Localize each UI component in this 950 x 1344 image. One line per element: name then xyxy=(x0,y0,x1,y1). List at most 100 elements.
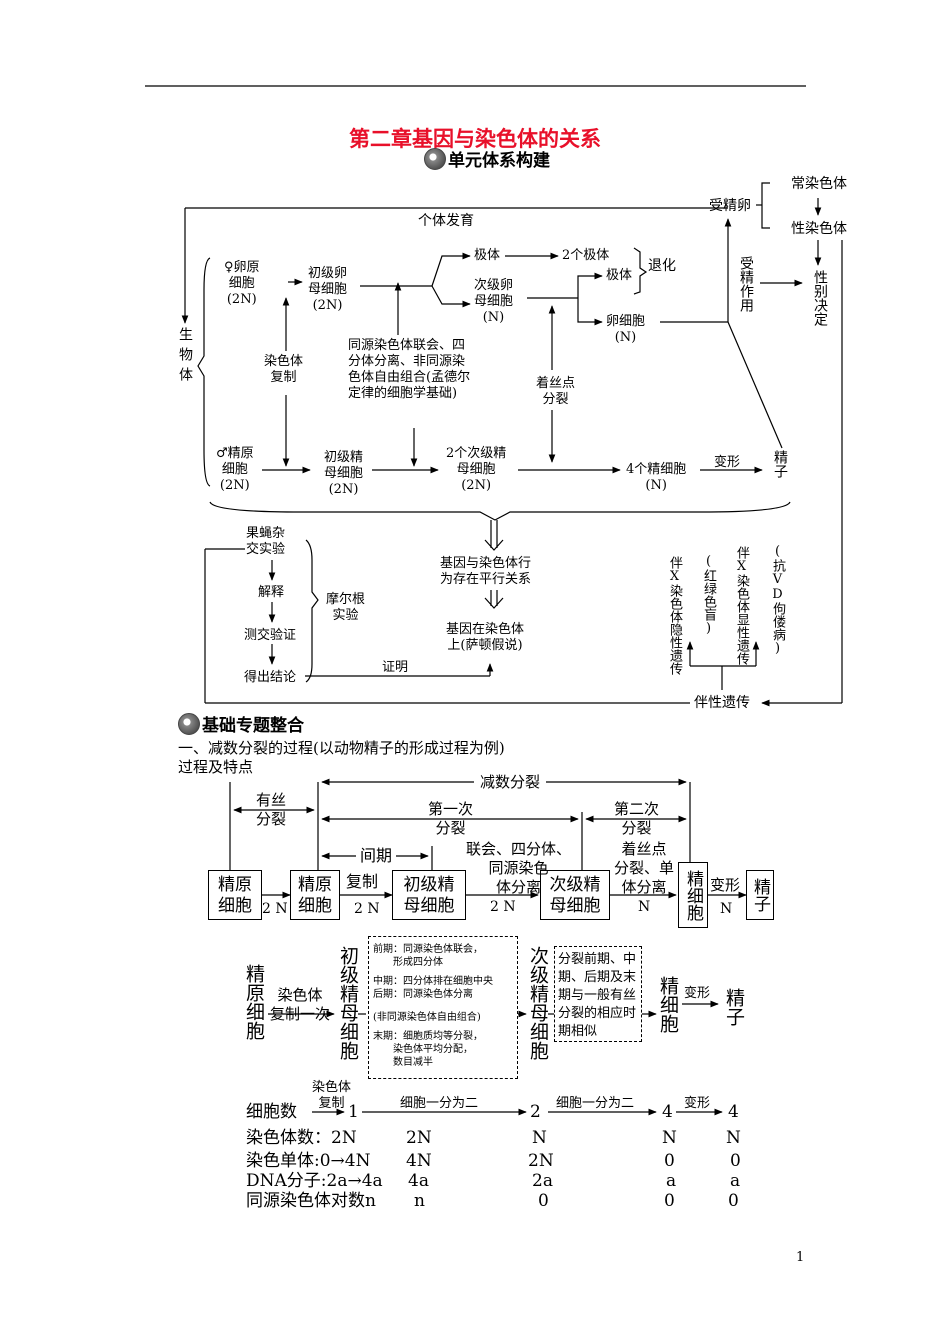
cell-0-3: 4 xyxy=(728,1102,739,1122)
mitosis-label: 有丝分裂 xyxy=(256,791,287,828)
box-spermatogonium-2: 精原细胞 xyxy=(290,870,340,920)
gene-on-chromosome: 基因在染色体上(萨顿假说) xyxy=(446,622,525,653)
conclusion: 得出结论 xyxy=(244,670,297,685)
cell-3-1: 2a xyxy=(532,1171,553,1191)
cell-1-2: N xyxy=(662,1128,677,1148)
cell-4-0: n xyxy=(414,1191,425,1211)
box-secondary-spermatocyte: 次级精母细胞 xyxy=(540,870,610,920)
cell-1-3: N xyxy=(726,1128,741,1148)
development: 个体发育 xyxy=(418,213,474,229)
explanation: 解释 xyxy=(258,585,285,600)
x-dominant-example: (抗VD佝偻病) xyxy=(770,544,785,656)
cell-0-2: 4 xyxy=(662,1102,673,1122)
replication: 复制 xyxy=(346,872,379,891)
four-spermatids: 4个精细胞(N) xyxy=(626,462,687,493)
box-primary-spermatocyte: 初级精母细胞 xyxy=(392,870,466,920)
ploidy-4: N xyxy=(638,899,651,915)
fertilized-egg: 受精卵 xyxy=(709,198,751,214)
cell-3-3: a xyxy=(730,1171,741,1191)
centromere-note: 着丝点分裂、单体分离 xyxy=(614,840,675,896)
testcross: 测交验证 xyxy=(244,628,297,643)
row-label-2: 染色单体:0→4N xyxy=(246,1151,371,1171)
box2-phases: 分裂前期、中期、后期及末期与一般有丝分裂的相应时期相似 xyxy=(554,946,642,1042)
section-heading: 一、减数分裂的过程(以动物精子的形成过程为例) xyxy=(178,739,505,757)
transform-label-table: 变形 xyxy=(684,1096,711,1111)
sperm: 精子 xyxy=(772,450,788,478)
cell-1-0: 2N xyxy=(406,1128,432,1148)
flow2-primary: 初级精母细胞 xyxy=(337,946,359,1060)
row-label-0: 细胞数 xyxy=(246,1102,297,1122)
box-spermatogonium-1: 精原细胞 xyxy=(208,870,262,920)
secondary-oocyte: 次级卵母细胞(N) xyxy=(474,278,514,325)
meiosis-note: 同源染色体联会、四分体分离、非同源染色体自由组合(孟德尔定律的细胞学基础) xyxy=(348,338,471,401)
page-number: 1 xyxy=(796,1250,805,1265)
cell-1-1: N xyxy=(532,1128,547,1148)
x-dominant: 伴X染色体显性遗传 xyxy=(734,546,749,665)
box-sperm: 精子 xyxy=(746,870,774,920)
cell-2-2: 0 xyxy=(664,1151,675,1171)
spermatogonium: ♂精原细胞(2N) xyxy=(216,446,254,493)
chromosome-replication: 染色体复制 xyxy=(264,354,304,385)
egg-cell: 卵细胞(N) xyxy=(606,314,646,345)
ploidy-3: 2 N xyxy=(490,899,516,915)
synapsis-note: 联会、四分体、同源染色体分离 xyxy=(466,840,572,896)
flow2-spermatogonium: 精原细胞 xyxy=(243,964,265,1040)
cell-2-3: 0 xyxy=(730,1151,741,1171)
first-division: 第一次分裂 xyxy=(428,800,474,837)
cell-4-1: 0 xyxy=(538,1191,549,1211)
badge-label: 基础专题整合 xyxy=(202,716,304,736)
box1-phases: 前期：同源染色体联会， 形成四分体 中期：四分体排在细胞中央 后期：同源染色体分… xyxy=(368,936,518,1079)
replicate-once: 染色体复制一次 xyxy=(270,986,331,1023)
badge-icon xyxy=(178,712,200,735)
oogonium: ♀卵原细胞(2N) xyxy=(224,260,260,307)
flow2-secondary: 次级精母细胞 xyxy=(527,946,549,1060)
cell-2-1: 2N xyxy=(528,1151,554,1171)
cell-0-0: 1 xyxy=(348,1102,359,1122)
autosome: 常染色体 xyxy=(791,176,847,192)
x-recessive: 伴X染色体隐性遗传 xyxy=(667,556,682,675)
ploidy-1: 2 N xyxy=(262,901,288,917)
transform-1: 变形 xyxy=(710,876,741,894)
row-label-1: 染色体数：2N xyxy=(246,1128,357,1148)
cell-3-2: a xyxy=(666,1171,677,1191)
two-polar-bodies: 2个极体 xyxy=(562,248,610,263)
badge-label: 单元体系构建 xyxy=(448,151,550,171)
row-label-3: DNA分子:2a→4a xyxy=(246,1171,383,1191)
primary-oocyte: 初级卵母细胞(2N) xyxy=(308,266,348,313)
interphase: 间期 xyxy=(356,846,397,866)
divide-label-2: 细胞一分为二 xyxy=(556,1096,635,1111)
organism: 生物体 xyxy=(177,327,193,387)
morgan-experiment: 摩尔根实验 xyxy=(326,592,366,623)
cell-4-2: 0 xyxy=(664,1191,675,1211)
section-badge-2: 基础专题整合 xyxy=(178,711,304,736)
cell-4-3: 0 xyxy=(728,1191,739,1211)
flow2-spermatid: 精细胞 xyxy=(657,976,679,1033)
fertilization: 受精作用 xyxy=(738,256,754,312)
flow2-sperm: 精子 xyxy=(723,988,745,1026)
flow2-transform: 变形 xyxy=(684,986,711,1001)
chapter-title: 第二章基因与染色体的关系 xyxy=(349,127,601,151)
ploidy-5: N xyxy=(720,901,733,917)
box-spermatid: 精细胞 xyxy=(678,862,708,928)
divide-label-1: 细胞一分为二 xyxy=(400,1096,479,1111)
primary-spermatocyte: 初级精母细胞(2N) xyxy=(324,450,364,497)
polar-body-2: 极体 xyxy=(606,268,633,283)
ploidy-2: 2 N xyxy=(354,901,380,917)
row-label-4: 同源染色体对数n xyxy=(246,1191,376,1211)
sex-determination: 性别决定 xyxy=(812,270,828,326)
polar-body-1: 极体 xyxy=(474,248,501,263)
sex-chromosome: 性染色体 xyxy=(791,221,847,237)
proof: 证明 xyxy=(382,660,409,675)
parallel-relation: 基因与染色体行为存在平行关系 xyxy=(440,556,532,587)
x-recessive-example: (红绿色盲) xyxy=(701,554,716,636)
degenerate: 退化 xyxy=(648,258,676,274)
cell-0-1: 2 xyxy=(530,1102,541,1122)
replicate-label: 染色体复制 xyxy=(312,1080,352,1111)
meiosis-label: 减数分裂 xyxy=(474,773,547,792)
cell-3-0: 4a xyxy=(408,1171,429,1191)
drosophila-cross: 果蝇杂交实验 xyxy=(246,526,286,557)
section-badge-1: 单元体系构建 xyxy=(424,146,550,171)
centromere-split: 着丝点分裂 xyxy=(536,376,576,407)
sex-linked: 伴性遗传 xyxy=(694,695,750,711)
